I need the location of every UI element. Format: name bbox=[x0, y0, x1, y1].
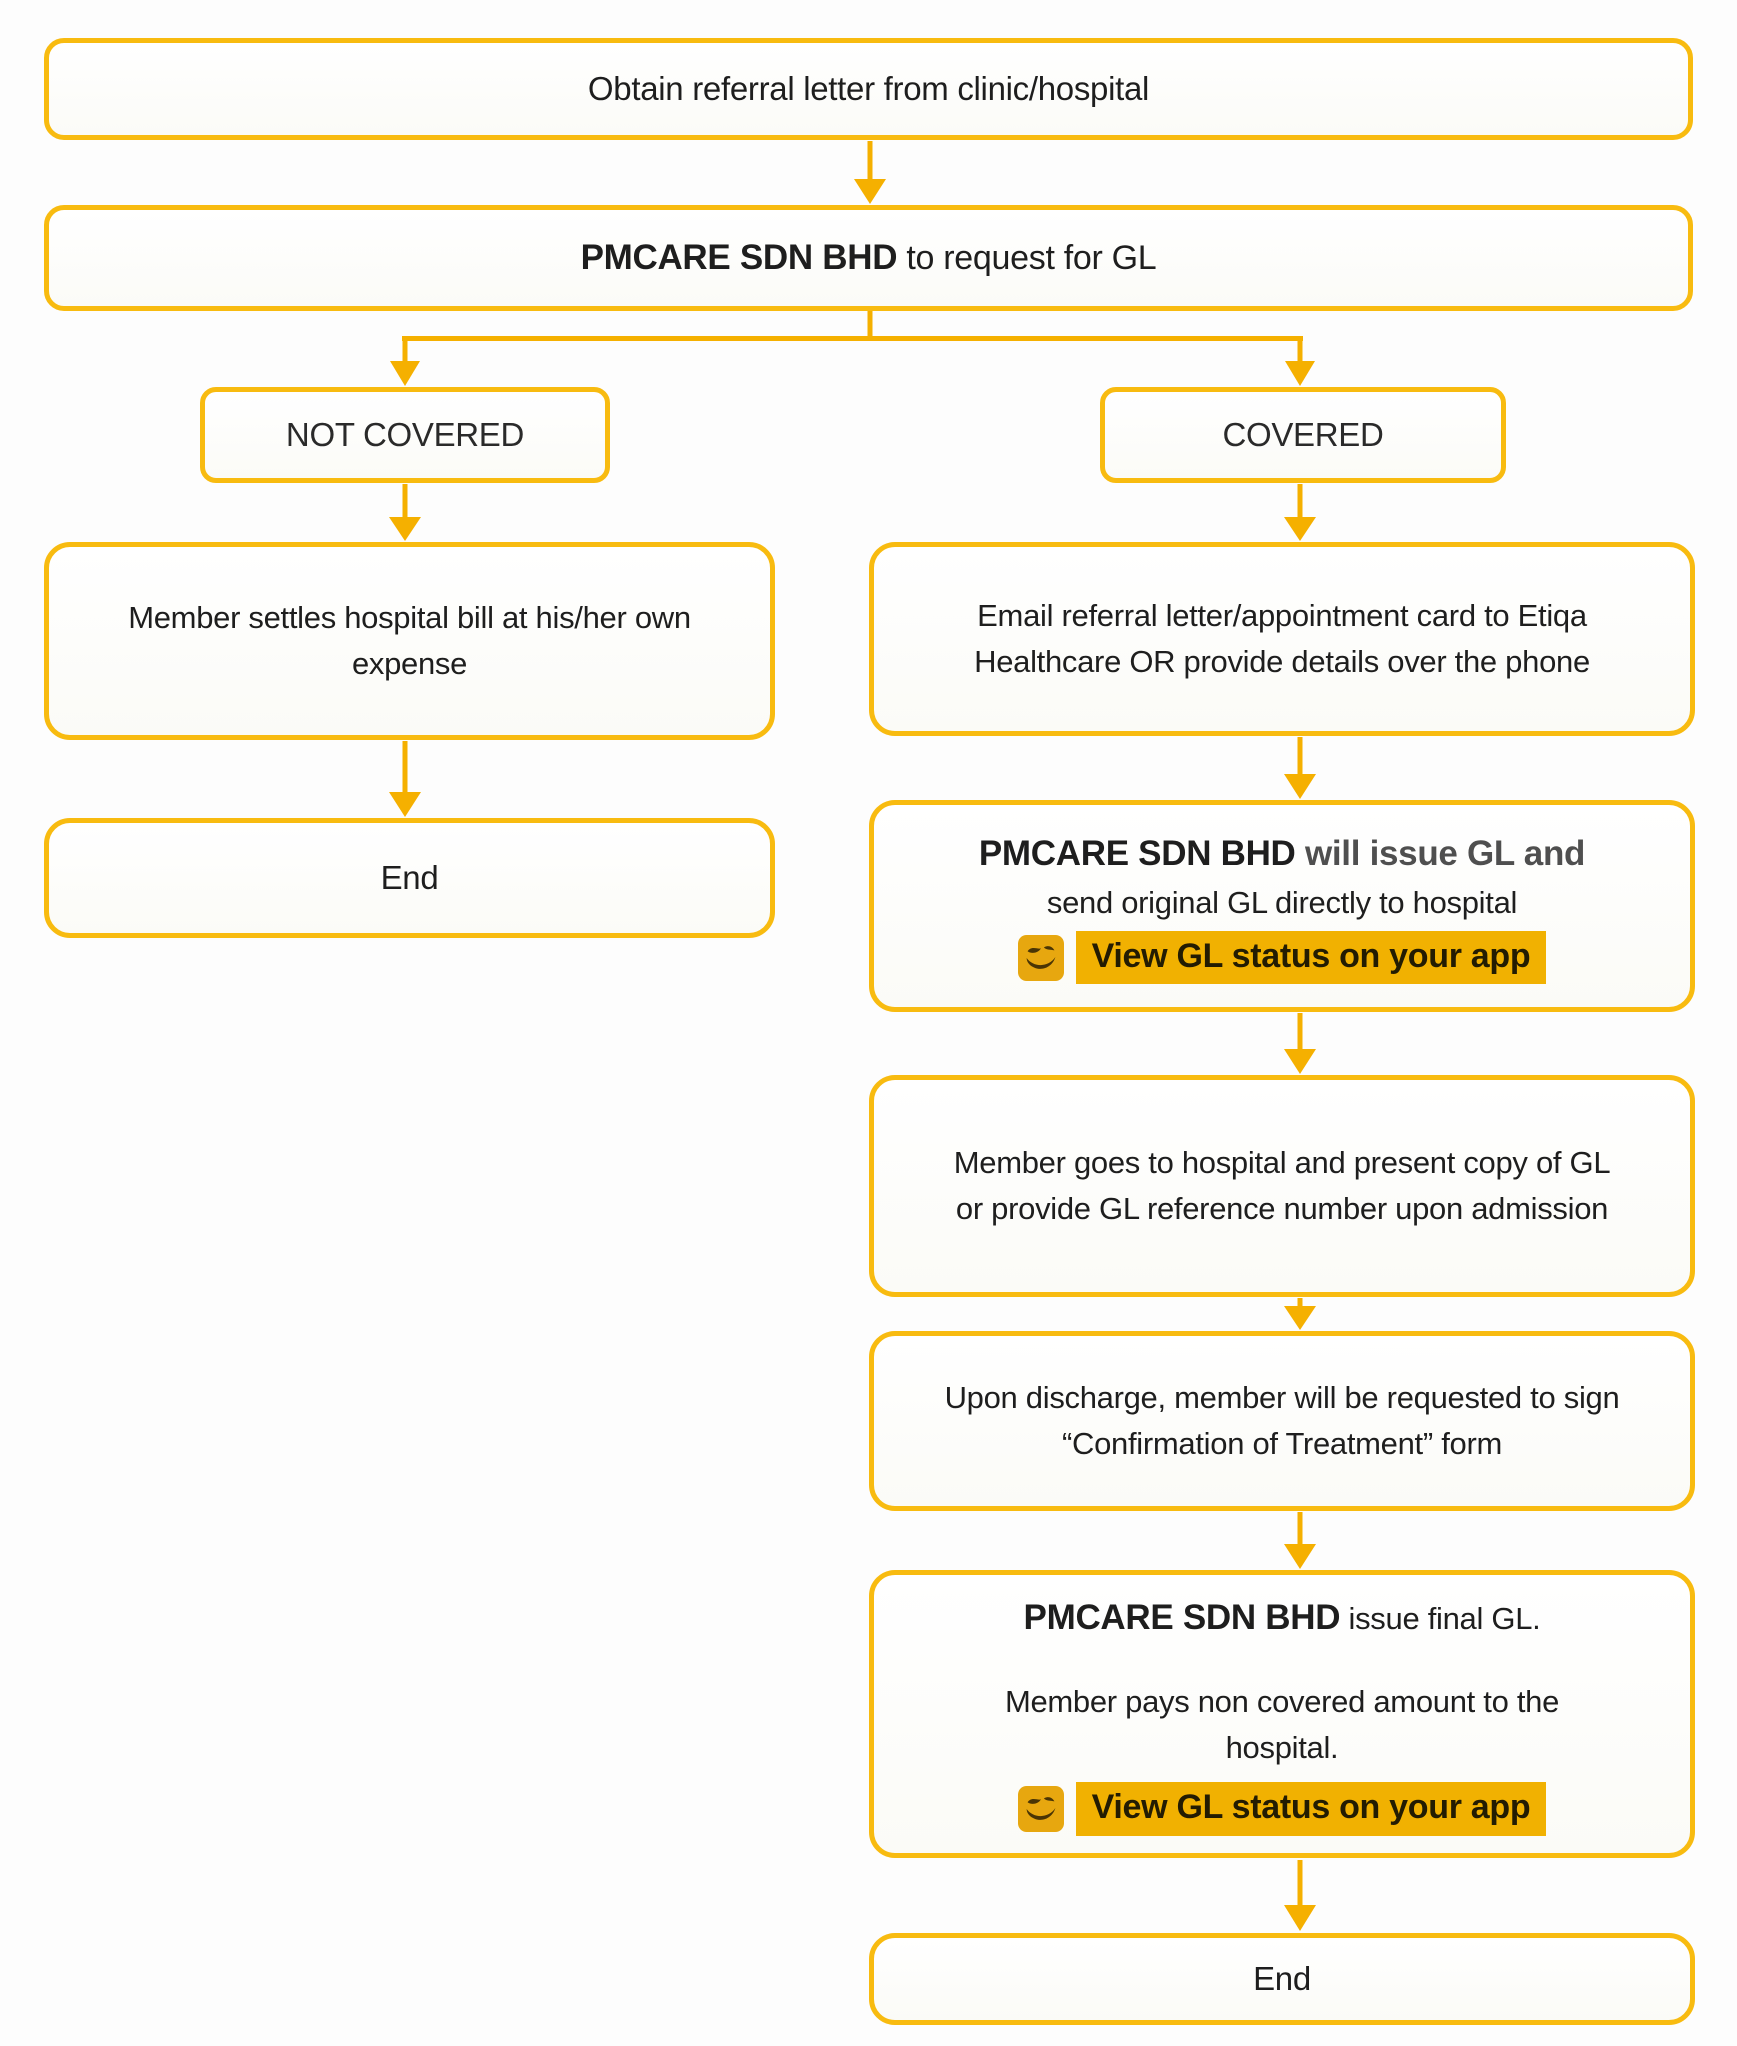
arrow-obtain-to-request bbox=[854, 141, 886, 204]
node-text: Obtain referral letter from clinic/hospi… bbox=[587, 70, 1150, 108]
end-label: End bbox=[1253, 1960, 1311, 1998]
etiqa-smile-icon bbox=[1017, 934, 1064, 981]
node-pmcare-final-gl: PMCARE SDN BHD issue final GL. Member pa… bbox=[869, 1570, 1695, 1858]
pmcare-bold-text: PMCARE SDN BHD bbox=[1023, 1598, 1341, 1638]
node-email-referral: Email referral letter/appointment card t… bbox=[869, 542, 1695, 736]
node-not-covered: NOT COVERED bbox=[200, 387, 610, 483]
final-gl-rest-text: issue final GL. bbox=[1340, 1601, 1541, 1637]
node-text: PMCARE SDN BHD to request for GL bbox=[581, 232, 1157, 285]
node-obtain-referral: Obtain referral letter from clinic/hospi… bbox=[44, 38, 1693, 140]
gl-status-row: View GL status on your app bbox=[1017, 930, 1547, 985]
branch-label: NOT COVERED bbox=[285, 416, 525, 454]
node-text: Member settles hospital bill at his/her … bbox=[128, 599, 691, 682]
node-covered: COVERED bbox=[1100, 387, 1506, 483]
end-label: End bbox=[380, 859, 439, 897]
branch-label: COVERED bbox=[1222, 416, 1384, 454]
pmcare-bold-text: PMCARE SDN BHD bbox=[580, 237, 898, 277]
arrow-issue-to-member-goes bbox=[1284, 1013, 1316, 1074]
node-pmcare-request: PMCARE SDN BHD to request for GL bbox=[44, 205, 1693, 311]
gl-status-badge: View GL status on your app bbox=[1075, 930, 1547, 985]
arrow-branch-right bbox=[1285, 336, 1315, 386]
node-text: Member goes to hospital and present copy… bbox=[953, 1144, 1611, 1227]
node-text: Email referral letter/appointment card t… bbox=[974, 597, 1590, 680]
etiqa-smile-icon bbox=[1017, 1785, 1064, 1832]
issue-gl-gray-text: will issue GL and bbox=[1295, 833, 1586, 873]
arrow-email-to-issue bbox=[1284, 737, 1316, 799]
node-pmcare-issue-gl: PMCARE SDN BHD will issue GL and send or… bbox=[869, 800, 1695, 1012]
gl-status-badge: View GL status on your app bbox=[1075, 1781, 1547, 1836]
final-gl-headline: PMCARE SDN BHD issue final GL. bbox=[1024, 1592, 1541, 1645]
arrow-covered-to-email bbox=[1284, 484, 1316, 541]
final-gl-line2: Member pays non covered amount to the ho… bbox=[1004, 1683, 1560, 1766]
issue-gl-line2: send original GL directly to hospital bbox=[1046, 885, 1518, 921]
node-upon-discharge: Upon discharge, member will be requested… bbox=[869, 1331, 1695, 1511]
request-rest-text: to request for GL bbox=[897, 238, 1157, 277]
node-end-right: End bbox=[869, 1933, 1695, 2025]
pmcare-bold-text: PMCARE SDN BHD bbox=[978, 833, 1296, 873]
arrow-discharge-to-final bbox=[1284, 1512, 1316, 1569]
node-text: Upon discharge, member will be requested… bbox=[944, 1379, 1620, 1462]
arrow-not-covered-to-settles bbox=[389, 484, 421, 541]
branch-connector bbox=[402, 311, 1303, 341]
issue-gl-headline: PMCARE SDN BHD will issue GL and bbox=[978, 828, 1586, 881]
node-end-left: End bbox=[44, 818, 775, 938]
node-member-settles: Member settles hospital bill at his/her … bbox=[44, 542, 775, 740]
gl-status-row: View GL status on your app bbox=[1017, 1781, 1547, 1836]
arrow-settles-to-end bbox=[389, 741, 421, 817]
arrow-branch-left bbox=[390, 336, 420, 386]
node-member-goes-hospital: Member goes to hospital and present copy… bbox=[869, 1075, 1695, 1297]
arrow-final-to-end bbox=[1284, 1860, 1316, 1931]
arrow-member-goes-to-discharge bbox=[1284, 1298, 1316, 1330]
